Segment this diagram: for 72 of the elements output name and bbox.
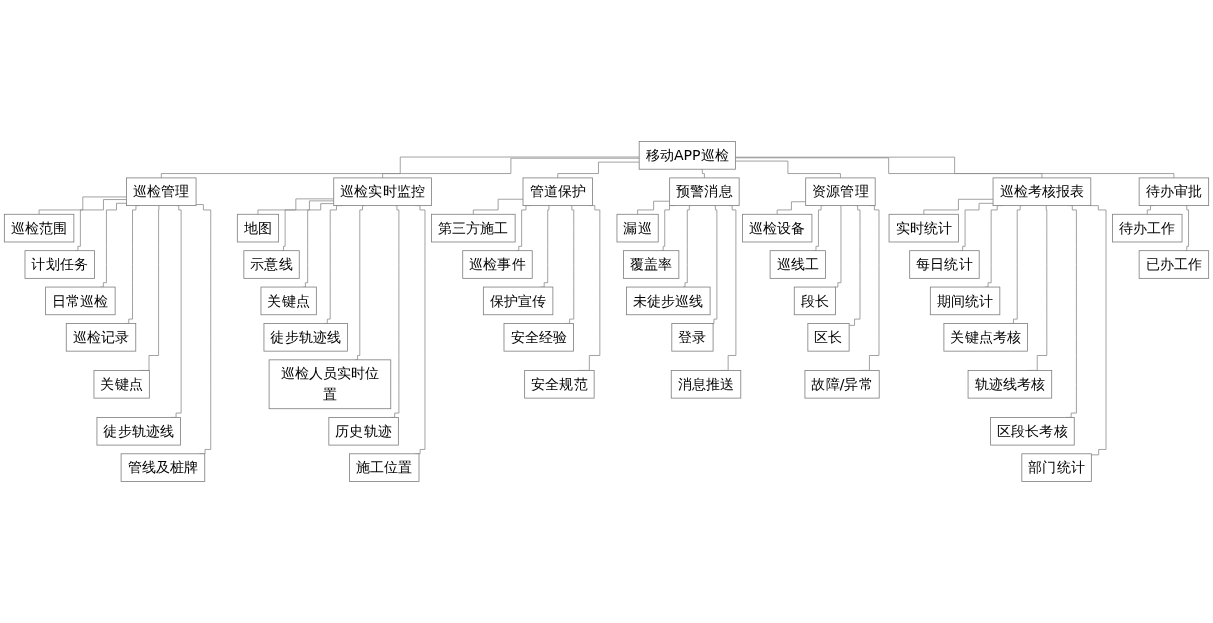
connector [735,156,1175,179]
connector [834,205,842,288]
node-box: 区段长考核 [990,417,1075,446]
connector [1184,205,1189,252]
node-box: 巡检管理 [126,177,197,206]
node-box: 巡检设备 [742,213,813,243]
connector [302,203,335,288]
connector [959,202,994,252]
connector [38,196,127,215]
node-box: 关键点考核 [943,323,1028,352]
connector [682,205,692,288]
connector [813,205,825,252]
node-box: 管线及桩牌 [120,453,206,482]
connector [195,204,212,455]
node-box: 管道保护 [522,177,593,206]
connector [848,205,861,326]
node-box: 待办工作 [1112,213,1183,243]
node-box: 待办审批 [1138,177,1210,206]
connector [699,168,705,179]
node-box: 安全经验 [503,323,574,352]
node-box: 巡检记录 [65,323,137,352]
node-box: 期间统计 [929,286,1001,316]
connector [776,201,807,215]
node-box: 关键点 [93,370,150,399]
node-box: 关键点 [260,286,317,316]
node-box: 计划任务 [24,250,95,279]
connector [735,157,1043,179]
connector [354,205,366,361]
node-box: 示意线 [243,250,300,279]
node-box: 轨迹线考核 [967,370,1053,399]
connector [710,205,718,324]
node-box: 资源管理 [805,177,876,206]
connector [160,156,640,179]
node-box: 日常巡检 [45,286,116,316]
node-box: 已办工作 [1138,250,1210,279]
node-box: 徒步轨迹线 [96,417,181,446]
node-box: 巡检事件 [462,250,533,279]
node-box: 巡检人员实时位置 [268,359,392,410]
node-box: 历史轨迹 [328,417,399,446]
connector [75,199,127,252]
node-box: 预警消息 [669,177,740,206]
node-box: 覆盖率 [623,250,680,279]
connector [382,157,640,179]
node-box: 巡检考核报表 [992,177,1092,206]
node-box: 移动APP巡检 [638,141,736,170]
node-box: 徒步轨迹线 [263,323,348,352]
node-box: 巡线工 [769,250,826,279]
node-box: 漏巡 [616,213,659,243]
connector [735,160,841,179]
connector [1090,205,1107,456]
node-box: 地图 [236,213,279,243]
node-box: 消息推送 [670,370,742,399]
node-box: 第三方施工 [431,213,516,243]
connector [923,198,994,215]
connector [257,198,335,215]
node-box: 段长 [793,286,836,316]
node-box: 施工位置 [349,453,420,482]
node-box: 区长 [807,323,850,352]
node-box: 保护宣传 [482,286,554,316]
node-box: 实时统计 [888,213,959,243]
node-box: 巡检范围 [3,213,75,243]
connector [281,200,335,252]
connector [472,198,524,215]
node-box: 登录 [671,323,714,352]
connector [557,161,640,179]
node-box: 故障/异常 [804,370,880,399]
node-box: 巡检实时监控 [333,177,432,206]
node-box: 未徒步巡线 [626,286,711,316]
connector [637,200,671,215]
node-box: 每日统计 [909,250,980,279]
node-box: 部门统计 [1021,453,1092,482]
node-box: 安全规范 [524,370,595,399]
